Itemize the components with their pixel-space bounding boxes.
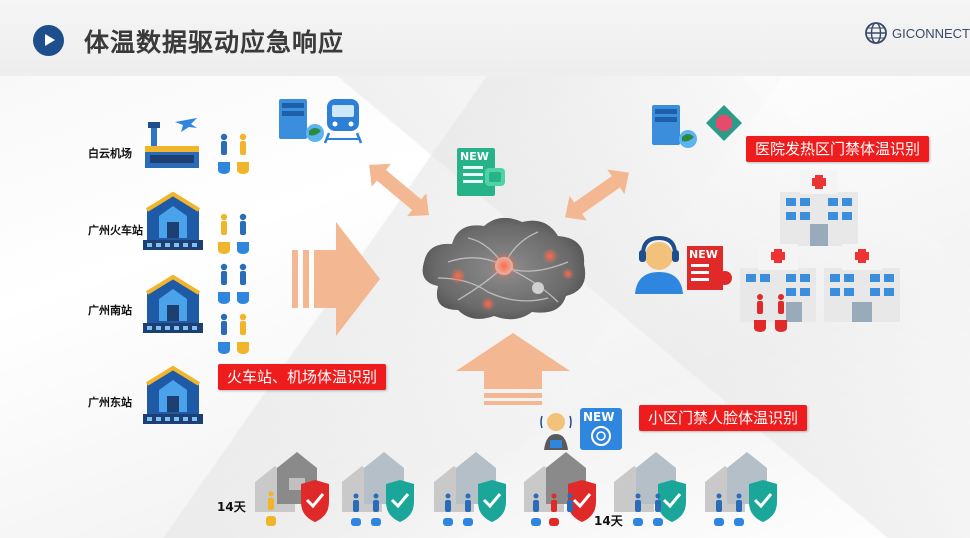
airport-icon <box>145 118 199 168</box>
globe-icon <box>865 22 887 44</box>
station-airport-label: 火车站、机场体温识别 <box>218 364 387 390</box>
operator-icon <box>635 235 732 294</box>
location-label: 广州东站 <box>88 396 132 409</box>
hospital-icon <box>824 244 900 322</box>
new-badge: NEW <box>460 150 489 163</box>
arrow-up-icon <box>456 333 570 405</box>
house-shield-teal-icon <box>342 452 414 526</box>
house-shield-teal-icon <box>434 452 506 526</box>
server-train-icon <box>279 99 363 144</box>
people-icon <box>218 263 249 304</box>
community-label: 小区门禁人脸体温识别 <box>639 405 808 431</box>
people-icon <box>218 313 249 354</box>
double-arrow-icon <box>565 169 629 221</box>
house-shield-teal-icon <box>705 452 777 526</box>
face-scan-icon <box>540 408 622 450</box>
play-icon[interactable] <box>33 25 64 56</box>
train-station-icon <box>143 365 203 424</box>
hospital-label: 医院发热区门禁体温识别 <box>746 136 930 162</box>
house-shield-red-icon <box>255 452 329 526</box>
quarantine-days-label: 14天 <box>594 514 623 528</box>
house-shield-red-icon <box>524 452 596 526</box>
double-arrow-icon <box>369 163 429 217</box>
header-bar: 体温数据驱动应急响应 GICONNECT <box>0 0 970 76</box>
train-station-icon <box>143 274 203 333</box>
server-medical-icon <box>652 105 742 148</box>
location-label: 广州南站 <box>88 304 132 317</box>
people-icon <box>218 213 249 254</box>
new-badge: NEW <box>689 248 718 261</box>
hospital-icon <box>780 170 858 246</box>
logo: GICONNECT <box>864 21 970 45</box>
new-badge: NEW <box>583 410 615 424</box>
new-document-icon <box>457 148 505 196</box>
fever-people-icon <box>754 294 787 332</box>
train-station-icon <box>143 191 203 250</box>
page-title: 体温数据驱动应急响应 <box>84 28 345 57</box>
logo-text: GICONNECT <box>892 25 970 41</box>
people-icon <box>218 133 249 174</box>
quarantine-days-label: 14天 <box>217 500 246 514</box>
location-label: 广州火车站 <box>88 224 143 237</box>
house-shield-teal-icon <box>614 452 686 526</box>
neuron-cloud-image <box>422 217 586 320</box>
arrow-right-icon <box>292 222 380 336</box>
hospital-icon <box>740 244 816 322</box>
location-label: 白云机场 <box>88 147 132 160</box>
